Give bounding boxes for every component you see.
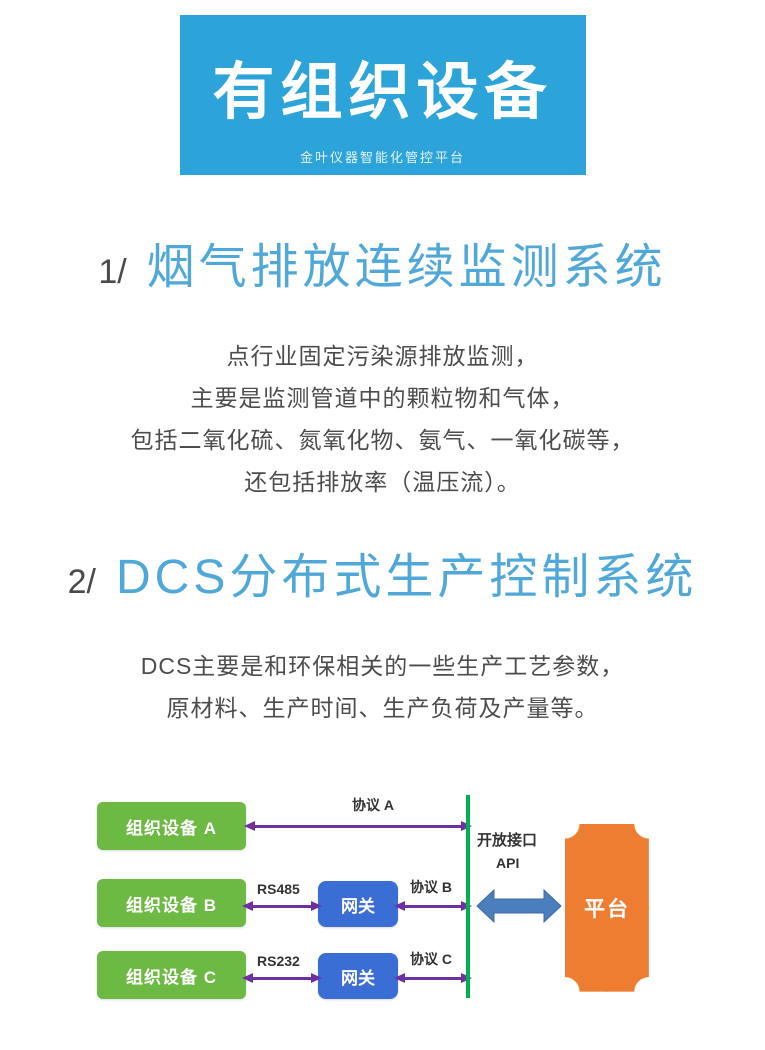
protocol-b-label: 协议 B	[410, 879, 452, 895]
device-box-a: 组织设备 A	[97, 802, 246, 850]
body-line: 包括二氧化硫、氮氧化物、氨气、一氧化碳等，	[130, 427, 635, 453]
gateway-box-2: 网关	[318, 953, 398, 999]
section-2-number: 2/	[67, 563, 96, 601]
section-1-title: 烟气排放连续监测系统	[146, 241, 667, 294]
api-label: API	[496, 855, 520, 871]
arrow-gateway2-to-bus	[394, 973, 472, 983]
body-line: 还包括排放率（温压流）。	[244, 469, 521, 495]
page: 有组织设备 金叶仪器智能化管控平台 1/ 烟气排放连续监测系统 点行业固定污染源…	[0, 15, 765, 1050]
banner-subtitle: 金叶仪器智能化管控平台	[299, 150, 465, 165]
section-2-title: DCS分布式生产控制系统	[116, 551, 698, 604]
gateway-box-1: 网关	[318, 881, 398, 927]
section-1-heading: 1/ 烟气排放连续监测系统	[0, 227, 765, 297]
device-box-c: 组织设备 C	[97, 951, 246, 999]
section-1-body: 点行业固定污染源排放监测， 主要是监测管道中的颗粒物和气体， 包括二氧化硫、氮氧…	[0, 335, 765, 503]
protocol-a-label: 协议 A	[352, 797, 394, 813]
body-line: 点行业固定污染源排放监测，	[226, 343, 539, 369]
protocol-c-label: 协议 C	[410, 951, 452, 967]
rs485-label: RS485	[257, 881, 300, 897]
body-line: 原材料、生产时间、生产负荷及产量等。	[166, 695, 599, 721]
arrow-gateway1-to-bus	[394, 901, 472, 911]
device-box-b: 组织设备 B	[97, 879, 246, 927]
rs232-label: RS232	[257, 953, 300, 969]
arrow-device-b-to-gateway	[242, 901, 322, 911]
section-monitoring: 1/ 烟气排放连续监测系统 点行业固定污染源排放监测， 主要是监测管道中的颗粒物…	[0, 227, 765, 503]
arrow-device-a-to-bus	[244, 821, 472, 831]
bus-line	[466, 795, 470, 998]
arrow-device-c-to-gateway	[242, 973, 322, 983]
architecture-diagram: 组织设备 A 组织设备 B 组织设备 C 网关 网关 协议 A 协议 B 协议 …	[0, 781, 765, 1016]
section-2-body: DCS主要是和环保相关的一些生产工艺参数， 原材料、生产时间、生产负荷及产量等。	[0, 645, 765, 729]
body-line: 主要是监测管道中的颗粒物和气体，	[190, 385, 575, 411]
section-dcs: 2/ DCS分布式生产控制系统 DCS主要是和环保相关的一些生产工艺参数， 原材…	[0, 537, 765, 729]
body-line: DCS主要是和环保相关的一些生产工艺参数，	[140, 653, 625, 679]
banner-title: 有组织设备	[212, 58, 553, 127]
banner: 有组织设备 金叶仪器智能化管控平台	[179, 15, 586, 175]
section-2-heading: 2/ DCS分布式生产控制系统	[0, 537, 765, 607]
section-1-number: 1/	[98, 253, 127, 291]
open-interface-label: 开放接口	[477, 832, 538, 849]
bus-to-platform-arrow-icon	[476, 888, 562, 924]
platform-shape: 平台	[565, 824, 649, 992]
